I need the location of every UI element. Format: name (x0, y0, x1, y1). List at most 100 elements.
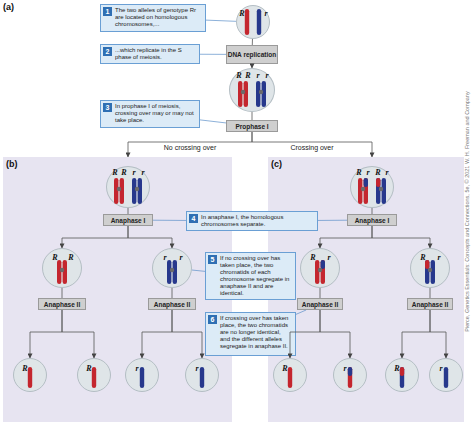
allele-label: R (236, 72, 241, 80)
callout-box: 6If crossing over has taken place, the t… (205, 312, 296, 356)
panel-box: (c)RrRrAnaphase IRrRrAnaphase IIAnaphase… (268, 157, 464, 422)
allele-label: R (375, 169, 380, 177)
callout-text: In prophase I of meiosis, crossing over … (115, 103, 196, 124)
flow-arrow (142, 310, 172, 358)
callout-box: 1The two alleles of genotype Rr are loca… (100, 4, 206, 32)
callout-number: 5 (208, 255, 217, 264)
allele-label: r (132, 169, 135, 177)
edge-label: Crossing over (290, 144, 333, 152)
chromatid (321, 260, 325, 284)
chromatid (444, 367, 448, 388)
allele-label: R (394, 365, 399, 373)
allele-label: R (52, 254, 57, 262)
flow-arrow (320, 310, 350, 358)
crossover-segment (321, 260, 325, 269)
chromatid (382, 178, 386, 204)
callout-number: 6 (208, 315, 217, 324)
allele-label: r (439, 365, 442, 373)
centromere (361, 187, 365, 191)
panel-label: (b) (6, 159, 18, 169)
allele-label: r (264, 10, 267, 18)
callout-number: 4 (189, 214, 198, 223)
chromatid (358, 178, 362, 204)
callout-box: 3In prophase I of meiosis, crossing over… (100, 100, 200, 128)
chromatid (425, 260, 429, 284)
centromere (117, 187, 121, 191)
stage-label: Prophase I (235, 123, 268, 130)
cell-circle: RrRr (350, 166, 394, 208)
stage-label: Anaphase I (355, 217, 390, 224)
flow-arrow (172, 310, 202, 358)
allele-label: r (135, 365, 138, 373)
centromere (379, 187, 383, 191)
allele-label: r (256, 72, 259, 80)
stage-box: Prophase I (226, 120, 278, 132)
cell-circle: r (185, 358, 219, 392)
cell-circle: Rr (300, 248, 340, 288)
allele-label: r (265, 72, 268, 80)
flow-arrow (252, 64, 253, 68)
centromere (135, 187, 139, 191)
allele-label: R (121, 169, 126, 177)
chromatid (364, 178, 368, 204)
callout-text: If no crossing over has taken place, the… (220, 255, 292, 297)
flow-arrow (372, 226, 430, 248)
allele-label: r (179, 254, 182, 262)
chromatid (138, 178, 142, 204)
stage-label: DNA replication (228, 51, 277, 58)
cell-circle: R (385, 358, 419, 392)
allele-label: R (22, 365, 27, 373)
stage-label: Anaphase I (111, 217, 146, 224)
allele-label: R (245, 72, 250, 80)
allele-label: R (420, 254, 425, 262)
allele-label: R (68, 254, 73, 262)
chromatid (257, 9, 261, 35)
chromatid (167, 260, 171, 284)
panel-label: (c) (271, 159, 282, 169)
callout-text: The two alleles of genotype Rr are locat… (115, 7, 202, 28)
flow-arrow (320, 288, 321, 298)
part-label: (a) (3, 2, 14, 12)
allele-label: r (141, 169, 144, 177)
edge-label: No crossing over (164, 144, 217, 152)
leader-line (192, 270, 205, 271)
credit-note: Pierce, Genetics Essentials: Concepts an… (464, 12, 471, 412)
leader-line (296, 310, 306, 314)
crossover-segment (348, 367, 352, 376)
flow-arrow (128, 226, 172, 248)
flow-arrow (252, 39, 253, 45)
allele-label: R (310, 254, 315, 262)
callout-number: 1 (103, 7, 112, 16)
chromatid (200, 367, 204, 388)
leader-line (200, 120, 226, 123)
cell-circle: R (77, 358, 111, 392)
crossover-segment (425, 260, 429, 269)
chromatid (376, 178, 380, 204)
crossover-segment (364, 178, 368, 187)
cell-circle: R (273, 358, 307, 392)
stage-box: Anaphase I (103, 214, 153, 226)
allele-label: R (86, 365, 91, 373)
cell-circle: RRrr (106, 166, 150, 208)
flow-arrow (62, 310, 94, 358)
chromatid (173, 260, 177, 284)
cell-circle: R (13, 358, 47, 392)
panel-box: (b)RRrrAnaphase IRRrrAnaphase IIAnaphase… (3, 157, 232, 422)
chromatid (348, 367, 352, 388)
cell-circle: r (429, 358, 463, 392)
chromatid (244, 81, 248, 107)
callout-box: 2...which replicate in the S phase of me… (100, 44, 200, 64)
chromatid (92, 367, 96, 388)
allele-label: r (385, 169, 388, 177)
chromatid (57, 260, 61, 284)
leader-line (206, 20, 236, 21)
flow-arrow (402, 310, 430, 358)
stage-label: Anaphase II (44, 301, 80, 308)
chromatid (288, 367, 292, 388)
centromere (241, 90, 245, 94)
leader-line (318, 220, 347, 221)
flow-arrow (430, 310, 446, 358)
chromatid (256, 81, 260, 107)
